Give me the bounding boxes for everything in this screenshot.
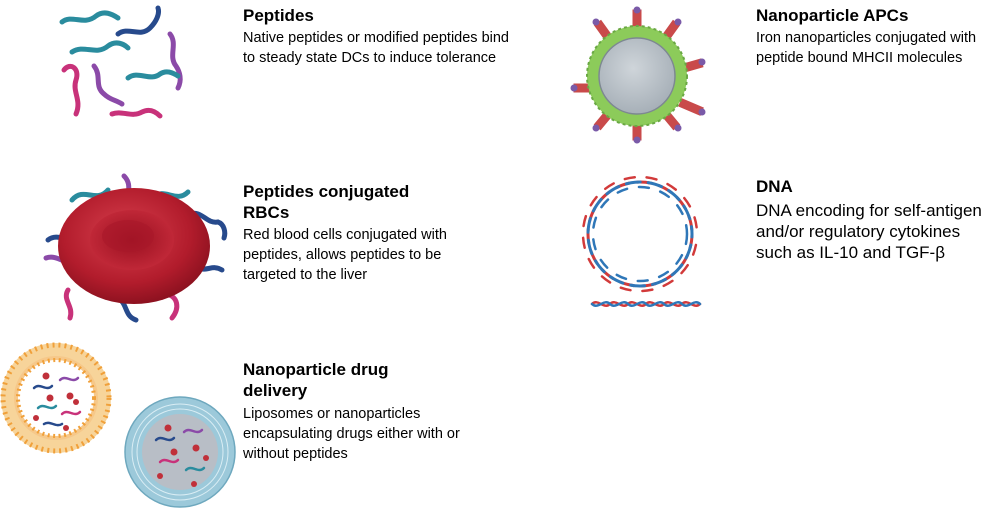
item-title: Peptides xyxy=(243,6,314,25)
dna-plasmid-icon xyxy=(581,175,702,307)
item-description: Liposomes or nanoparticles encapsulating… xyxy=(243,406,460,462)
item-description: Iron nanoparticles conjugated with pepti… xyxy=(756,30,977,66)
item-description: Native peptides or modified peptides bin… xyxy=(243,30,509,66)
iron-nanoparticle-mhc-icon xyxy=(570,6,706,144)
item-description: DNA encoding for self-antigen and/or reg… xyxy=(756,201,982,262)
item-title: Nanoparticle APCs xyxy=(756,6,909,25)
peptide-strands-icon xyxy=(59,5,183,119)
item-title: Peptides conjugated RBCs xyxy=(243,182,410,222)
item-title: Nanoparticle drug delivery xyxy=(243,360,389,400)
item-title: DNA xyxy=(756,177,793,196)
item-description: Red blood cells conjugated with peptides… xyxy=(243,227,447,283)
red-blood-cell-icon xyxy=(43,173,228,323)
liposome-nanoparticle-icon xyxy=(0,342,236,508)
